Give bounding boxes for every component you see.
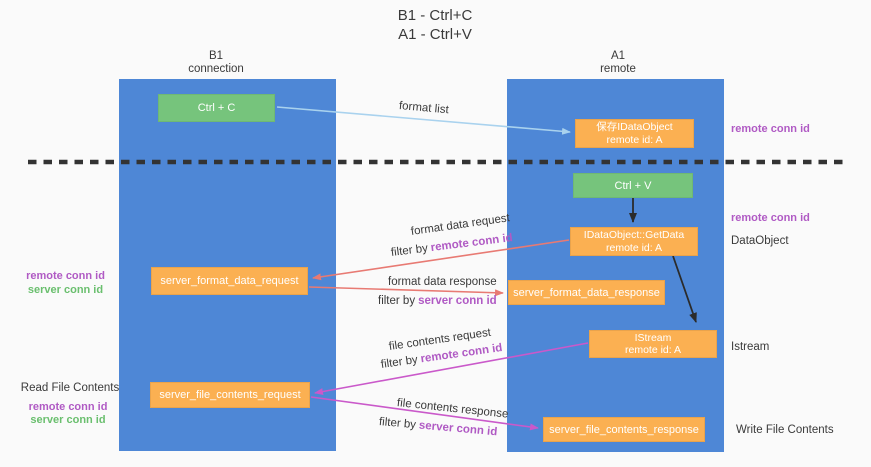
annotation-read-file-contents: Read File Contents <box>20 382 120 394</box>
filter-key-server-conn-id: server conn id <box>418 419 498 439</box>
node-ctrl-c-label: Ctrl + C <box>197 102 236 114</box>
title-line-2: A1 - Ctrl+V <box>398 26 472 43</box>
filter-prefix: filter by <box>378 295 416 307</box>
annotation-remote-conn-id-top: remote conn id <box>731 123 810 135</box>
edge-label-format-data-response-text: format data response <box>388 276 497 288</box>
edge-label-file-contents-response-text: file contents response <box>396 397 509 421</box>
filter-prefix: filter by <box>380 353 419 371</box>
title-line-1: B1 - Ctrl+C <box>397 7 473 24</box>
lane-b1-name: B1 <box>208 50 224 62</box>
node-server-file-contents-request: server_file_contents_request <box>150 382 310 408</box>
diagram-title: B1 - Ctrl+C A1 - Ctrl+V <box>295 6 575 44</box>
lane-b1-subtitle: connection <box>188 62 244 75</box>
edge-label-format-list-text: format list <box>398 100 450 117</box>
node-server-format-data-request: server_format_data_request <box>151 267 308 295</box>
node-istream: IStream remote id: A <box>589 330 717 358</box>
edge-label-format-list: format list <box>398 100 449 116</box>
filter-prefix: filter by <box>390 242 429 259</box>
annotation-left-server-conn-id-top: server conn id <box>27 284 104 296</box>
annotation-left-remote-conn-id-bottom: remote conn id <box>28 401 108 413</box>
filter-key-remote-conn-id: remote conn id <box>430 232 514 255</box>
node-format-response-label: server_format_data_response <box>513 286 660 299</box>
lane-header-b1: B1 connection <box>141 50 291 75</box>
node-save-idataobject-line2: remote id: A <box>606 133 663 146</box>
node-istream-line2: remote id: A <box>624 344 682 356</box>
annotation-dataobject: DataObject <box>731 235 789 247</box>
filter-prefix: filter by <box>378 416 417 432</box>
annotation-left-server-conn-id-bottom: server conn id <box>30 414 106 426</box>
annotation-write-file-contents: Write File Contents <box>736 424 834 436</box>
lane-header-a1: A1 remote <box>543 50 693 75</box>
node-server-file-contents-response: server_file_contents_response <box>543 417 705 442</box>
node-format-request-label: server_format_data_request <box>160 275 299 287</box>
filter-key-server-conn-id: server conn id <box>418 295 497 307</box>
node-file-response-label: server_file_contents_response <box>549 423 699 436</box>
node-istream-line1: IStream <box>634 331 672 344</box>
edge-label-format-data-response: format data response <box>388 276 497 288</box>
node-getdata-line2: remote id: A <box>605 241 663 254</box>
node-ctrl-v-label: Ctrl + V <box>614 179 652 192</box>
node-idataobject-getdata: IDataObject::GetData remote id: A <box>570 227 698 256</box>
annotation-remote-conn-id-mid: remote conn id <box>731 212 810 224</box>
edge-label-file-contents-response: file contents response <box>396 397 509 421</box>
annotation-istream: Istream <box>731 341 770 353</box>
node-ctrl-v: Ctrl + V <box>573 173 693 198</box>
node-save-idataobject: 保存IDataObject remote id: A <box>575 119 694 148</box>
annotation-left-remote-conn-id-top: remote conn id <box>26 270 105 282</box>
lane-a1-subtitle: remote <box>600 62 636 75</box>
node-server-format-data-response: server_format_data_response <box>508 280 665 305</box>
lane-a1-name: A1 <box>610 50 626 62</box>
node-getdata-line1: IDataObject::GetData <box>583 229 685 241</box>
node-ctrl-c: Ctrl + C <box>158 94 275 122</box>
node-save-idataobject-line1: 保存IDataObject <box>596 121 673 133</box>
node-file-request-label: server_file_contents_request <box>159 389 301 401</box>
